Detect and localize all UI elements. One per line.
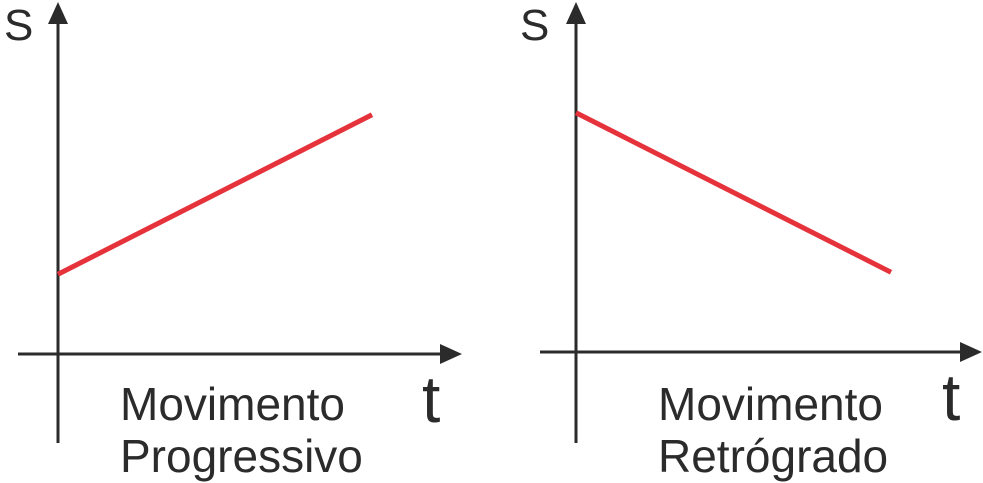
x-axis-arrow bbox=[960, 342, 982, 362]
x-axis-label: t bbox=[422, 362, 440, 436]
caption-line-1: Movimento bbox=[120, 378, 345, 430]
y-axis-arrow bbox=[566, 2, 586, 24]
y-axis-label: S bbox=[4, 1, 33, 50]
chart-retrogrado: S t Movimento Retrógrado bbox=[520, 1, 982, 482]
x-axis-arrow bbox=[440, 344, 462, 364]
caption-line-1: Movimento bbox=[658, 378, 883, 430]
chart-progressivo: S t Movimento Progressivo bbox=[4, 1, 462, 482]
series-line bbox=[56, 112, 374, 277]
x-axis-label: t bbox=[942, 360, 960, 434]
y-axis-arrow bbox=[48, 2, 68, 24]
series-line bbox=[574, 110, 893, 275]
y-axis-label: S bbox=[520, 1, 549, 50]
caption-line-2: Retrógrado bbox=[658, 430, 888, 482]
caption-line-2: Progressivo bbox=[120, 430, 363, 482]
